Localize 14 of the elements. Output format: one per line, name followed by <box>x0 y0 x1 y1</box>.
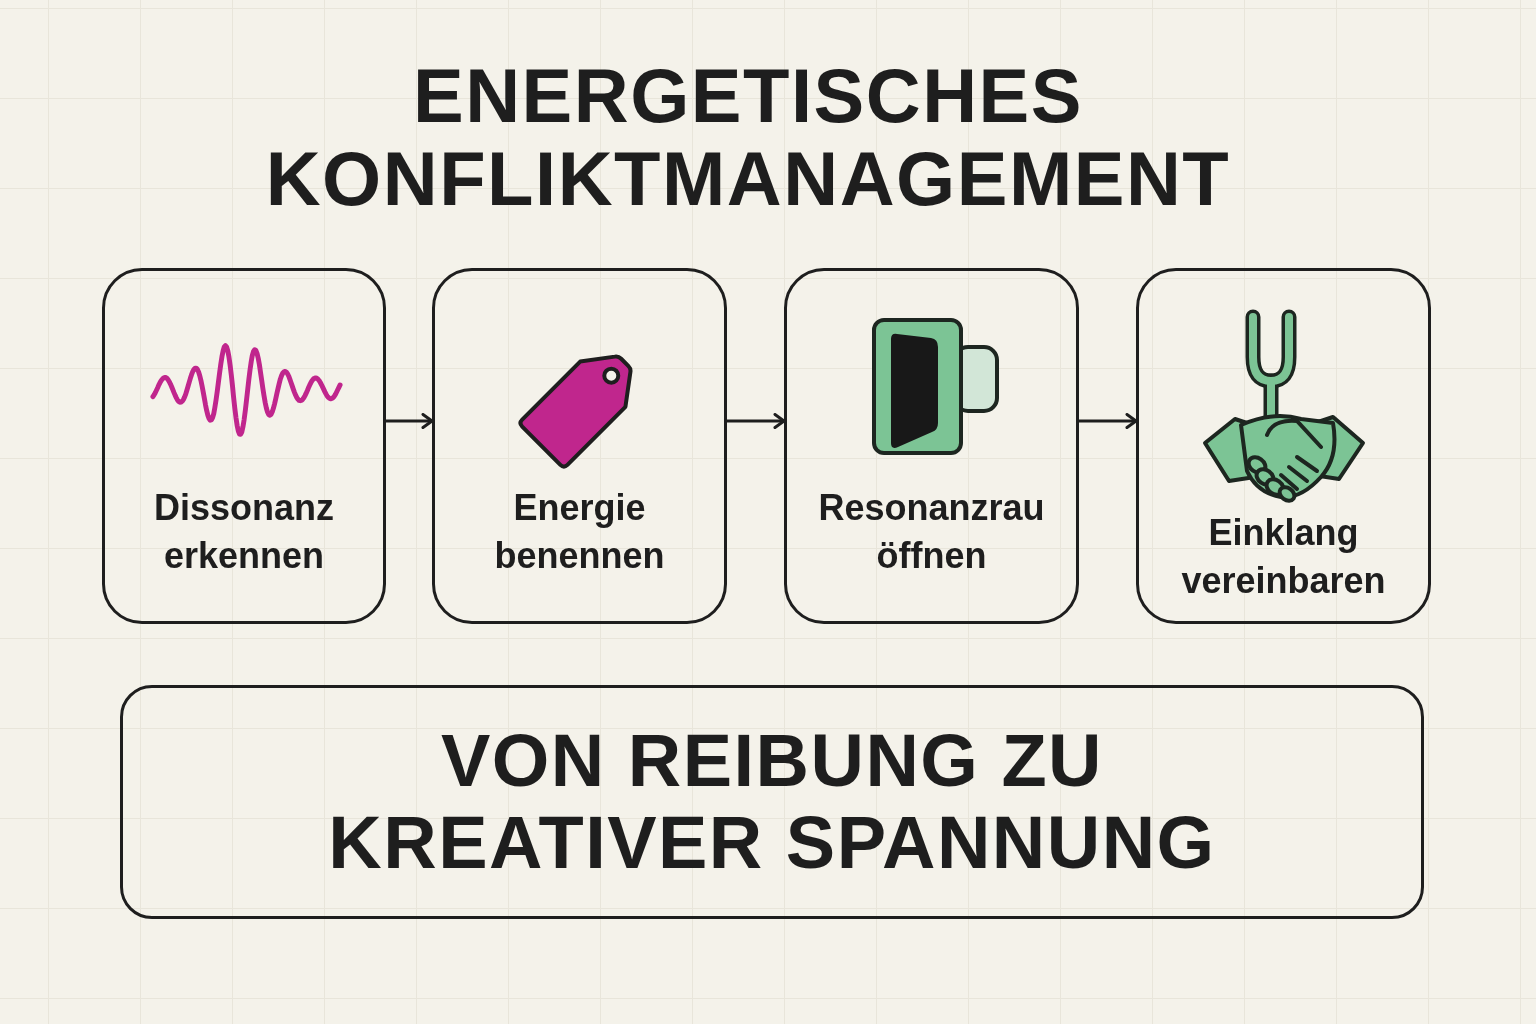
step-box <box>432 268 727 624</box>
step-box <box>784 268 1079 624</box>
step-label: Einklang vereinbaren <box>1180 511 1387 603</box>
title: ENERGETISCHES KONFLIKTMANAGEMENT <box>264 54 1232 220</box>
step-label: Dissonanz erkennen <box>152 486 335 578</box>
step-label: Resonanzrau öffnen <box>817 486 1046 578</box>
step-label: Energie benennen <box>493 486 666 578</box>
arrow <box>727 413 786 429</box>
arrow <box>386 413 434 429</box>
step-box <box>102 268 386 624</box>
arrow <box>1079 413 1138 429</box>
step-box <box>1136 268 1431 624</box>
banner-box <box>120 685 1424 919</box>
banner-text: VON REIBUNG ZU KREATIVER SPANNUNG <box>327 720 1217 884</box>
